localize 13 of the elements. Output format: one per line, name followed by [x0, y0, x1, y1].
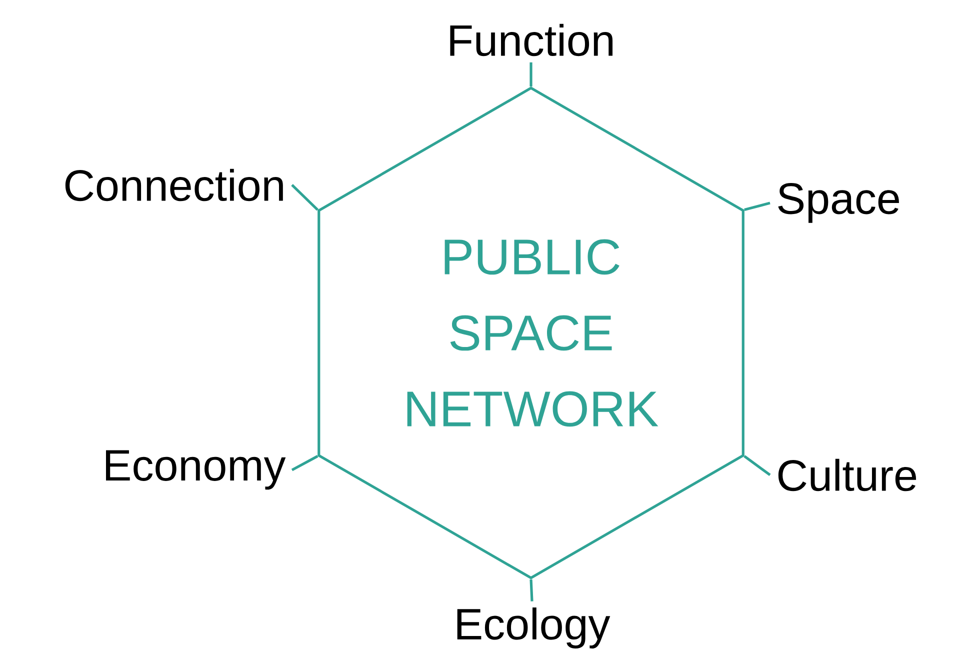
- node-label: Connection: [65, 168, 283, 202]
- connector-line: [530, 62, 532, 87]
- node-label: Ecology: [457, 607, 610, 648]
- connector-line: [291, 184, 318, 211]
- node-label: Function: [450, 24, 612, 56]
- hexagon: PUBLIC SPACE NETWORK: [318, 86, 744, 580]
- connector-line: [744, 455, 771, 476]
- node-label: Space: [778, 183, 899, 223]
- node-label: Economy: [106, 450, 286, 490]
- connector-line: [291, 455, 318, 472]
- connector-line: [744, 202, 770, 212]
- connector-line: [530, 579, 534, 602]
- node-label: Culture: [778, 458, 916, 492]
